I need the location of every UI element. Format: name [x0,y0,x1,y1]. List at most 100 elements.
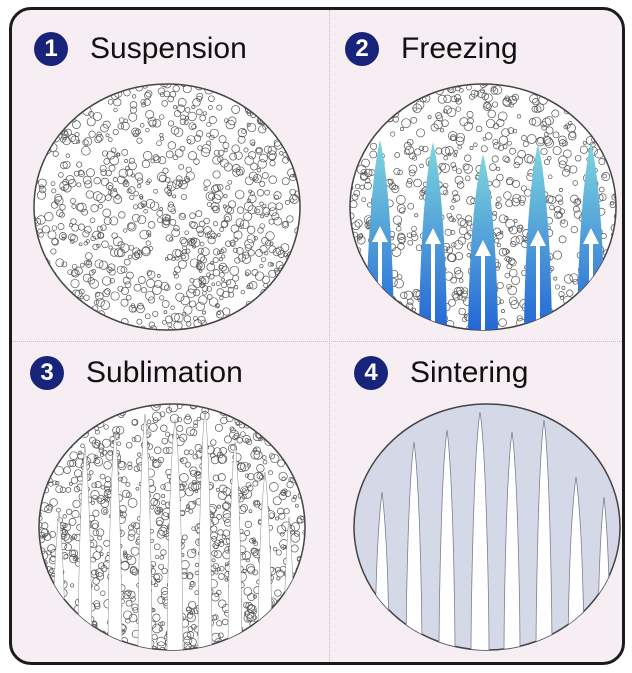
particle-circle [110,329,114,332]
particle-circle [289,435,292,438]
particle-circle [37,635,44,644]
particle-circle [288,141,294,147]
particle-circle [45,649,50,653]
particle-circle [252,635,260,643]
particle-circle [269,639,275,645]
particle-circle [363,106,371,114]
particle-circle [47,289,54,296]
particle-circle [379,87,384,92]
particle-circle [569,84,575,90]
particle-circle [256,309,265,318]
particle-circle [276,608,280,612]
particle-circle [253,637,261,645]
particle-circle [373,327,382,332]
particle-circle [299,438,307,447]
particle-circle [556,82,563,88]
particle-circle [432,328,439,332]
particle-circle [267,638,273,644]
particle-circle [274,607,281,614]
particle-circle [61,629,65,633]
particle-circle [383,82,392,89]
particle-circle [208,647,216,652]
particle-circle [264,318,273,327]
particle-circle [58,617,62,621]
particle-circle [261,307,268,314]
particle-circle [267,411,276,420]
particle-circle [359,312,364,317]
particle-circle [53,95,61,103]
particle-circle [594,303,603,312]
particle-circle [64,438,68,442]
vertical-divider [329,10,330,662]
particle-circle [42,609,48,615]
particle-circle [298,127,303,133]
particle-circle [62,645,65,648]
particle-circle [60,87,66,93]
particle-circle [287,270,293,276]
particle-circle [399,82,407,89]
particle-circle [302,611,307,617]
particle-circle [271,125,280,134]
particle-circle [613,168,616,171]
particle-circle [302,579,305,582]
particle-circle [73,638,80,645]
particle-circle [52,403,58,409]
particle-circle [299,131,302,135]
particle-circle [384,296,388,300]
particle-circle [70,84,76,90]
particle-circle [282,424,285,427]
particle-circle [359,304,363,308]
particle-circle [219,405,224,410]
particle-circle [267,109,272,114]
particle-circle [283,616,289,622]
particle-circle [53,610,59,616]
particle-circle [294,101,299,106]
particle-circle [586,287,592,293]
particle-circle [73,648,80,652]
particle-circle [408,99,412,103]
particle-circle [615,236,618,242]
particle-circle [267,85,274,92]
particle-circle [257,87,265,95]
particle-circle [385,97,389,101]
particle-circle [32,178,35,184]
particle-circle [99,648,104,652]
particle-circle [396,325,400,329]
particle-circle [52,103,58,109]
particle-circle [74,317,82,325]
particle-circle [259,304,263,308]
particle-circle [75,638,79,642]
particle-circle [46,278,52,284]
particle-circle [285,439,292,446]
particle-circle [53,422,57,426]
particle-circle [301,463,305,467]
particle-circle [394,105,402,113]
particle-circle [294,291,298,295]
particle-circle [292,155,299,162]
particle-circle [67,431,73,437]
particle-circle [348,265,352,271]
particle-circle [296,310,302,316]
particle-circle [80,90,84,94]
particle-circle [288,98,292,102]
particle-circle [85,88,89,92]
particle-circle [74,418,79,423]
particle-circle [60,432,68,440]
particle-circle [287,429,293,435]
particle-circle [614,109,618,113]
particle-circle [594,133,599,138]
particle-circle [612,326,618,332]
particle-circle [51,442,57,448]
particle-circle [32,323,39,331]
particle-circle [250,627,254,631]
particle-circle [217,644,225,652]
particle-circle [387,82,395,87]
particle-circle [281,318,287,324]
particle-circle [251,306,259,314]
particle-circle [37,461,44,470]
particle-circle [69,649,75,652]
particle-circle [66,109,71,114]
particle-circle [562,316,571,325]
particle-circle [358,139,365,146]
particle-circle [299,90,302,94]
